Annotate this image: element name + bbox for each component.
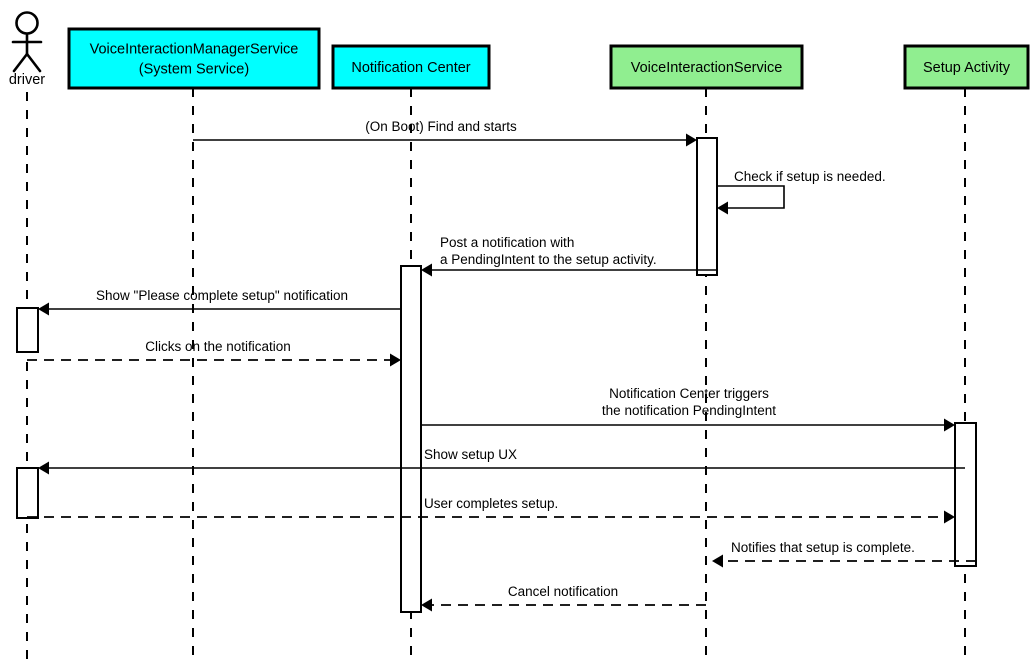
participant-box-vis[interactable] — [609, 44, 804, 90]
participant-sublabel-vims: (System Service) — [139, 61, 249, 77]
message-label: Notifies that setup is complete. — [731, 540, 915, 555]
arrow-head-icon — [686, 133, 697, 147]
participant-label-vis: VoiceInteractionService — [631, 60, 783, 76]
actor-leg-right-icon — [25, 52, 42, 73]
participant-vis[interactable]: VoiceInteractionService — [609, 44, 804, 90]
message-self-path — [717, 185, 785, 209]
message-msg-4[interactable]: Show "Please complete setup" notificatio… — [38, 288, 401, 316]
message-label: Cancel notification — [508, 584, 618, 599]
arrow-head-icon — [38, 302, 49, 316]
arrow-head-icon — [421, 598, 432, 612]
message-msg-7[interactable]: Show setup UX — [38, 447, 965, 475]
message-label: Check if setup is needed. — [734, 169, 886, 184]
message-label: the notification PendingIntent — [602, 403, 776, 418]
participant-setup_activity[interactable]: Setup Activity — [903, 44, 1030, 90]
participant-box-notification_center[interactable] — [331, 44, 491, 90]
activations-layer — [16, 137, 977, 613]
activation-bar-notification_center — [400, 265, 422, 613]
arrow-head-icon — [390, 353, 401, 367]
message-label: Post a notification with — [440, 235, 574, 250]
arrow-head-icon — [717, 201, 728, 215]
message-msg-1[interactable]: (On Boot) Find and starts — [193, 119, 697, 147]
actor-leg-left-icon — [12, 52, 29, 73]
arrow-head-icon — [38, 461, 49, 475]
message-label: Show "Please complete setup" notificatio… — [96, 288, 348, 303]
message-label: User completes setup. — [424, 496, 558, 511]
activation-bar-driver — [16, 467, 39, 519]
participant-notification_center[interactable]: Notification Center — [331, 44, 491, 90]
message-msg-6[interactable]: Notification Center triggers the notifica… — [421, 386, 955, 432]
message-msg-9[interactable]: Notifies that setup is complete. — [712, 540, 976, 568]
arrow-head-icon — [944, 418, 955, 432]
activation-bar-setup_activity — [954, 422, 977, 567]
participants-layer: driver VoiceInteractionManagerService (Sys… — [9, 11, 1030, 90]
actor-head-icon — [15, 11, 39, 35]
message-msg-10[interactable]: Cancel notification — [421, 584, 706, 612]
participant-label-setup_activity: Setup Activity — [923, 60, 1011, 76]
participant-label-driver: driver — [9, 72, 45, 88]
arrow-head-icon — [421, 263, 432, 277]
message-label: a PendingIntent to the setup activity. — [440, 252, 657, 267]
message-msg-3[interactable]: Post a notification with a PendingIntent … — [421, 235, 717, 277]
activation-bar-driver — [16, 307, 39, 353]
message-label: (On Boot) Find and starts — [365, 119, 517, 134]
message-label: Notification Center triggers — [609, 386, 769, 401]
participant-vims[interactable]: VoiceInteractionManagerService (System Se… — [67, 27, 321, 90]
participant-driver[interactable]: driver — [9, 11, 45, 89]
message-label: Clicks on the notification — [145, 339, 291, 354]
message-msg-2[interactable]: Check if setup is needed. — [717, 169, 886, 215]
participant-box-vims[interactable] — [67, 27, 321, 90]
participant-label-notification_center: Notification Center — [351, 60, 470, 76]
activation-bar-vis — [696, 137, 718, 276]
participant-box-setup_activity[interactable] — [903, 44, 1030, 90]
message-msg-5[interactable]: Clicks on the notification — [27, 339, 401, 367]
participant-label-vims: VoiceInteractionManagerService — [90, 41, 299, 57]
arrow-head-icon — [712, 554, 723, 568]
arrow-head-icon — [944, 510, 955, 524]
message-msg-8[interactable]: User completes setup. — [27, 496, 955, 524]
message-label: Show setup UX — [424, 447, 517, 462]
